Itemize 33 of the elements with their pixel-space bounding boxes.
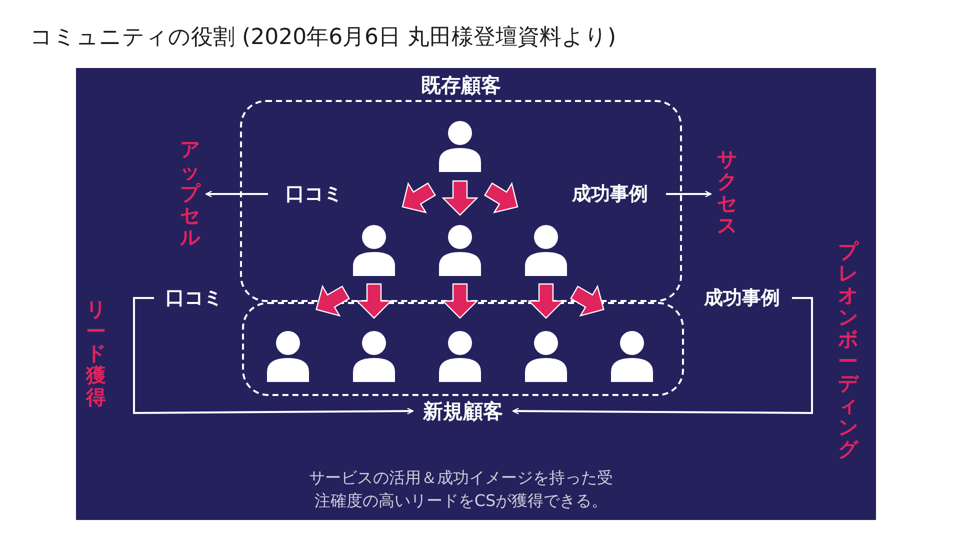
group-heading: 既存顧客 [421, 72, 501, 99]
vertical-label: アップセル [180, 138, 200, 248]
node-label: 口コミ [274, 180, 354, 208]
block-arrow [528, 283, 564, 319]
slide-title: コミュニティの役割 (2020年6月6日 丸田様登壇資料より) [30, 24, 616, 52]
block-arrow [442, 180, 478, 216]
person-icon [264, 330, 312, 382]
arrow [666, 190, 712, 198]
node-label: 成功事例 [560, 180, 660, 208]
person-icon [522, 224, 570, 276]
block-arrow [484, 182, 518, 214]
person-icon [350, 330, 398, 382]
block-arrow [316, 284, 350, 317]
vertical-label: プレオンボーディング [838, 240, 858, 460]
person-icon [436, 224, 484, 276]
block-arrow [356, 283, 392, 319]
arrow [512, 297, 813, 414]
vertical-label: サクセス [717, 148, 737, 236]
person-icon [436, 330, 484, 382]
block-arrow [570, 284, 604, 317]
vertical-label: リード獲得 [86, 298, 106, 408]
node-label: 成功事例 [692, 284, 792, 312]
node-label: 口コミ [154, 284, 234, 312]
block-arrow [442, 283, 478, 319]
group-heading: 新規顧客 [423, 398, 503, 425]
block-arrow [402, 182, 436, 214]
summary-note: サービスの活用＆成功イメージを持った受注確度の高いリードをCSが獲得できる。 [308, 467, 614, 512]
person-icon [350, 224, 398, 276]
person-icon [436, 120, 484, 172]
arrow [133, 297, 414, 414]
person-icon [522, 330, 570, 382]
arrow [205, 190, 268, 198]
person-icon [608, 330, 656, 382]
